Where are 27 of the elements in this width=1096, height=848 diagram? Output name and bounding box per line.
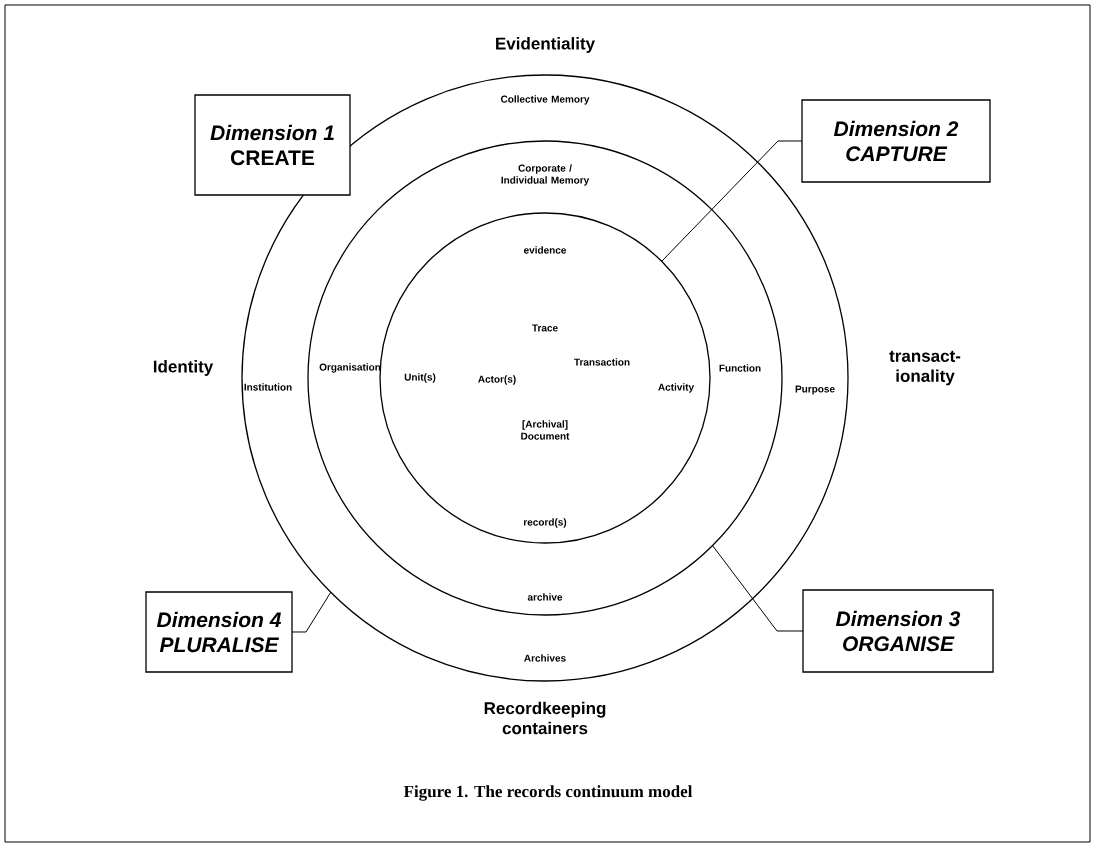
leader-line: [291, 591, 332, 633]
dimension-box: Dimension 3 ORGANISE: [802, 589, 994, 673]
ring-label: Corporate / Individual Memory: [501, 164, 590, 186]
axis-label: transact- ionality: [889, 350, 961, 386]
ring-label: Institution: [244, 383, 292, 391]
ring-label: Collective Memory: [500, 95, 590, 105]
ring-label: Trace: [532, 324, 558, 332]
dimension-box: Dimension 2 CAPTURE: [801, 99, 991, 183]
ring-label: evidence: [524, 246, 567, 254]
ring-label: Archives: [524, 654, 566, 662]
ring-circle: [379, 212, 711, 544]
caption: Figure 1. The records continuum model: [403, 785, 693, 801]
axis-label: Recordkeeping containers: [484, 701, 606, 735]
leader-line: [712, 545, 804, 632]
ring-label: archive: [527, 593, 563, 601]
ring-label: Activity: [658, 383, 694, 393]
ring-label: Purpose: [795, 385, 835, 395]
ring-label: Transaction: [574, 358, 630, 366]
dimension-box: Dimension 4 PLURALISE: [145, 591, 293, 673]
ring-label: record(s): [524, 518, 567, 528]
axis-label: Evidentiality: [496, 37, 595, 53]
ring-label: [Archival] Document: [521, 420, 570, 440]
ring-label: Unit(s): [404, 373, 436, 383]
dimension-box: Dimension 1 CREATE: [194, 94, 351, 196]
axis-label: Identity: [153, 360, 214, 376]
ring-label: Actor(s): [478, 375, 516, 385]
leader-line: [661, 140, 803, 262]
